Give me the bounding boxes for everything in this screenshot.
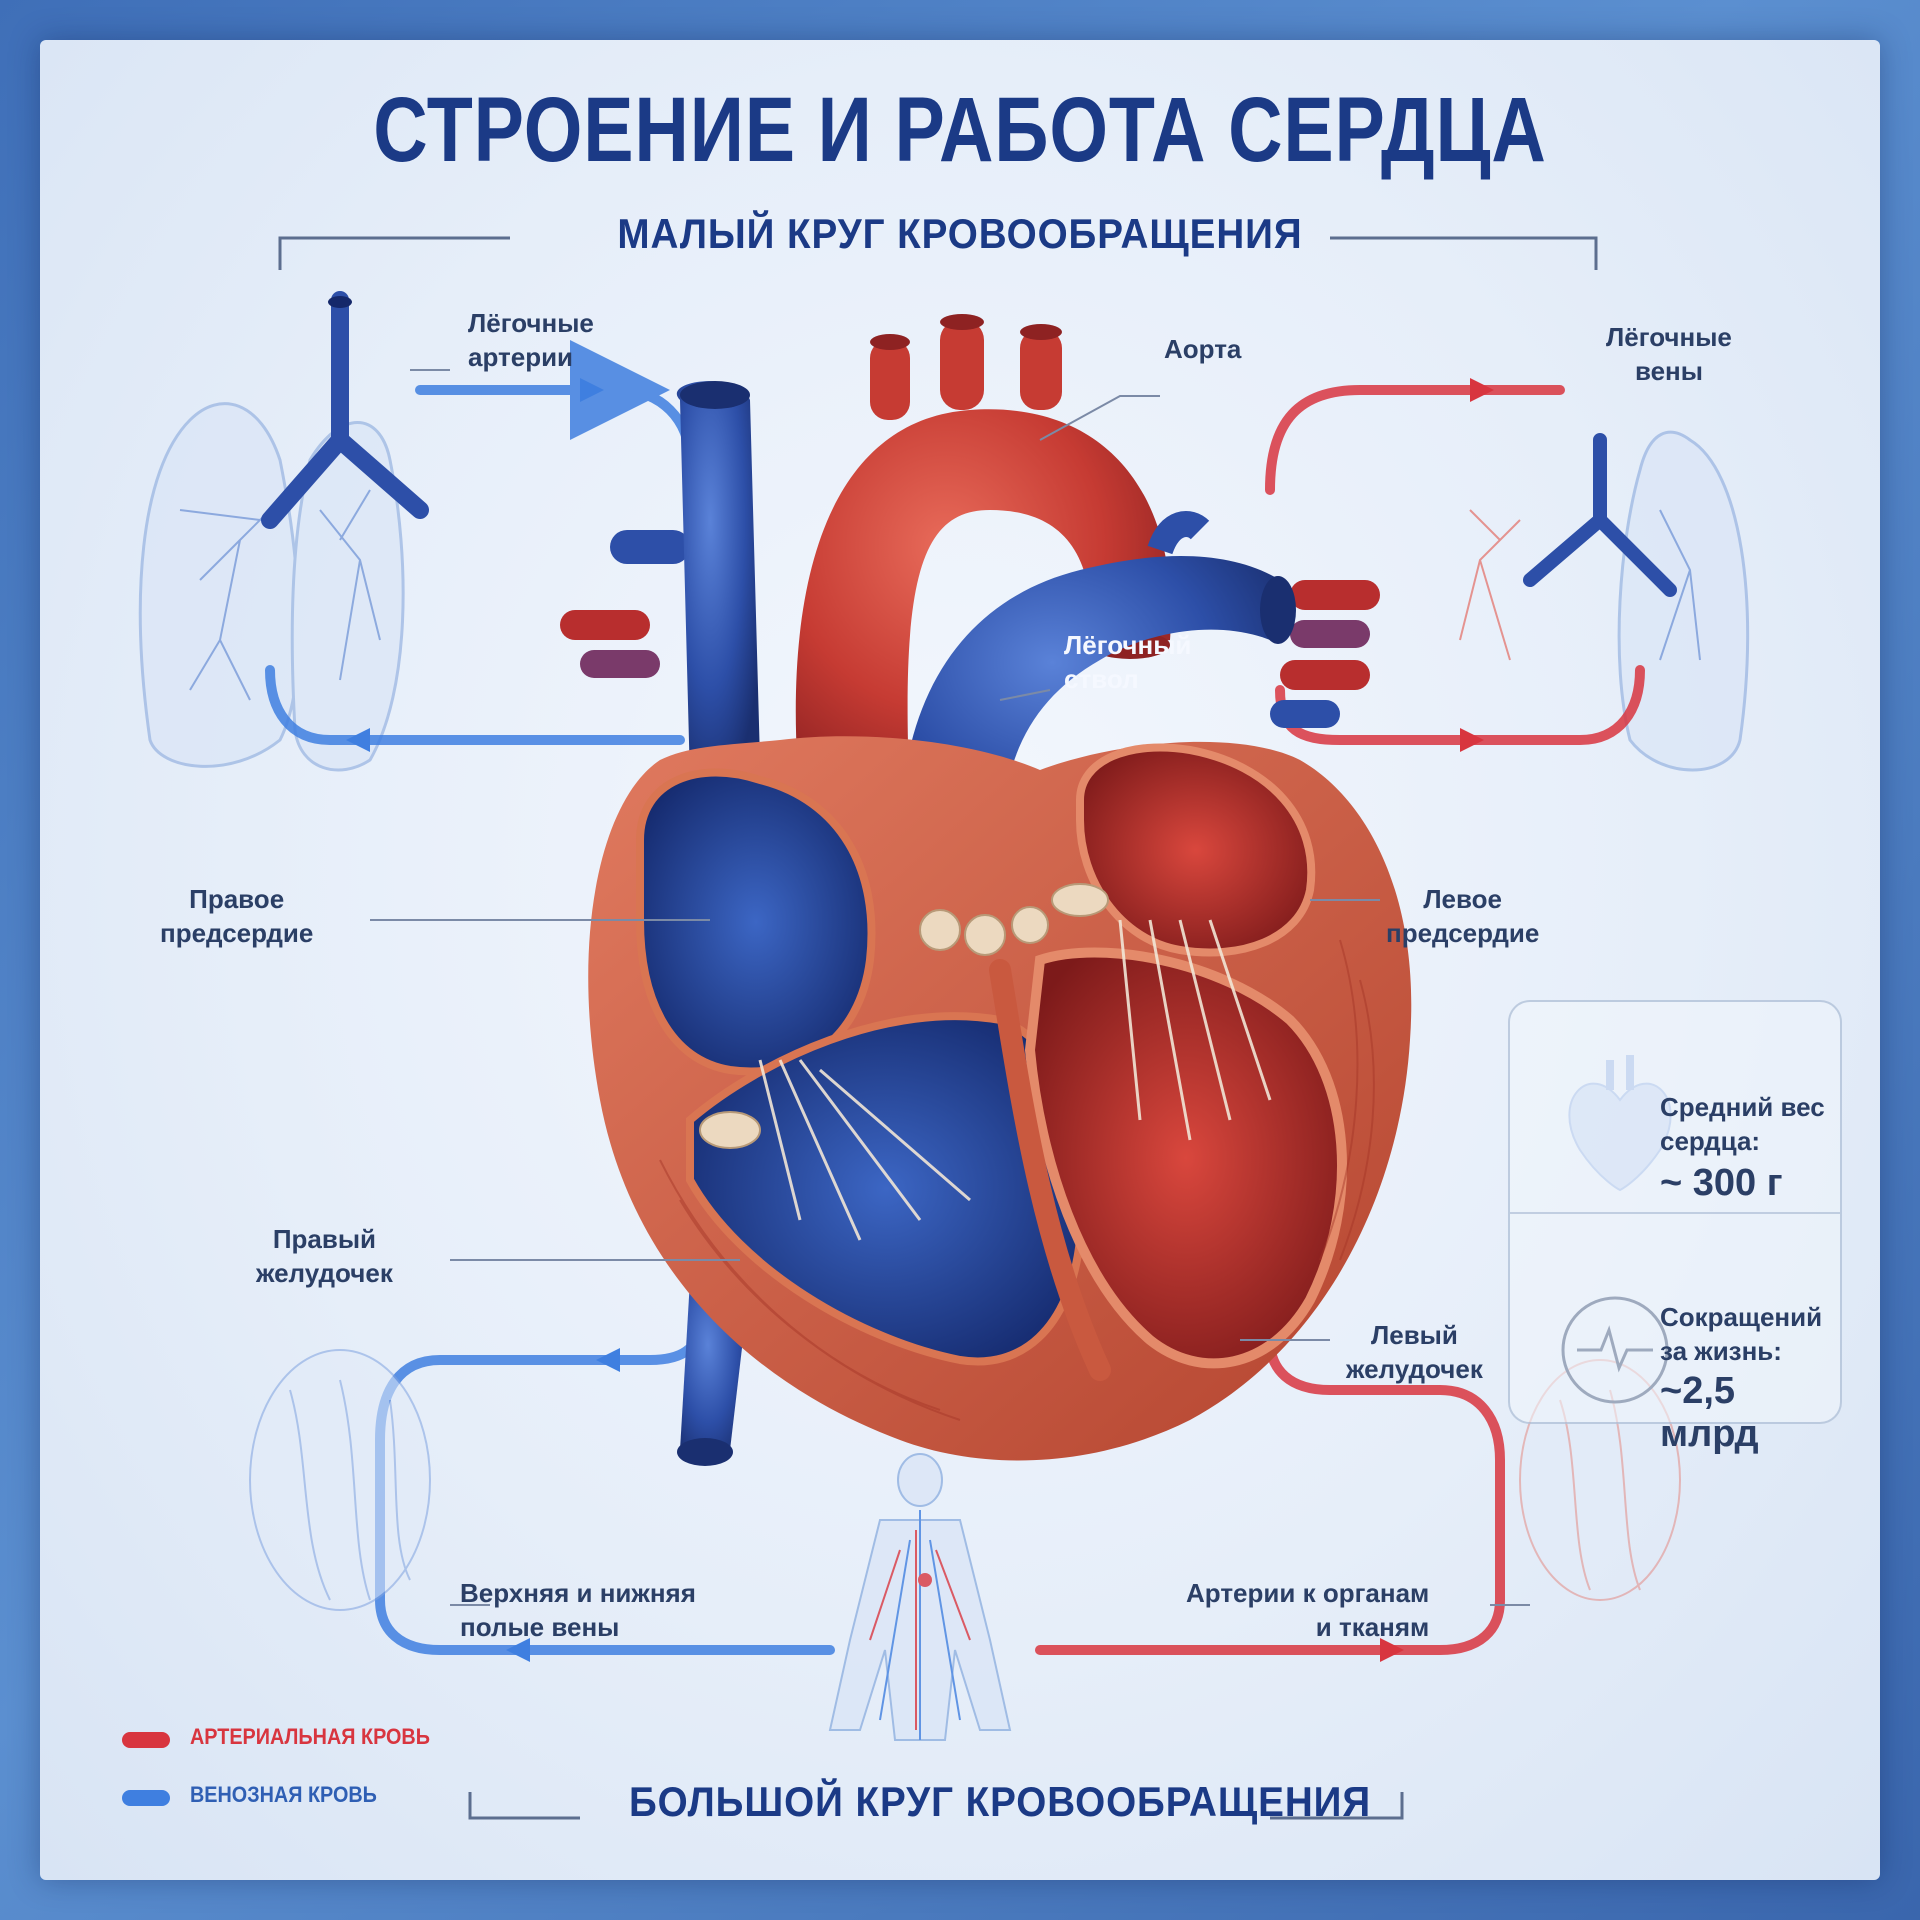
label-pulmonary-trunk: Лёгочный ствол — [1064, 630, 1192, 694]
human-body-illustration — [828, 1453, 1012, 1741]
label-arteries-to-organs: Артерии к органам и тканям — [1186, 1578, 1430, 1642]
stat-weight-label: Средний вес сердца: — [1660, 1092, 1825, 1156]
stat-beats-value: ~2,5 млрд — [1660, 1370, 1759, 1455]
label-pulmonary-arteries: Лёгочные артерии — [468, 308, 594, 372]
label-left-ventricle: Левый желудочек — [1346, 1320, 1483, 1384]
big-circle-title: БОЛЬШОЙ КРУГ КРОВООБРАЩЕНИЯ — [628, 1778, 1372, 1825]
big-circle-bracket — [468, 1792, 1404, 1820]
chordae-tendineae — [758, 919, 1272, 1241]
label-right-ventricle: Правый желудочек — [256, 1224, 393, 1288]
label-aorta: Аорта — [1164, 334, 1242, 364]
pulmonary-artery-vessel — [261, 291, 429, 529]
label-vena-cava: Верхняя и нижняя полые вены — [460, 1578, 696, 1642]
stat-weight-value: ~ 300 г — [1660, 1162, 1783, 1204]
heart-muscle-texture — [659, 939, 1375, 1421]
right-atrium-chamber — [636, 768, 876, 1076]
left-ventricle-chamber — [1024, 947, 1347, 1369]
big-circle-arrows — [506, 1348, 1404, 1662]
small-circle-bracket — [278, 236, 1598, 270]
small-circle-title: МАЛЫЙ КРУГ КРОВООБРАЩЕНИЯ — [617, 210, 1303, 257]
superior-vena-cava — [676, 381, 760, 780]
heart-diagram — [138, 236, 1750, 1820]
venous-capillaries-illustration — [249, 1349, 431, 1611]
pulmonary-vein-stubs-left — [560, 530, 690, 678]
pulmonary-vein-stubs-right — [1270, 580, 1380, 728]
leader-lines — [370, 369, 1530, 1606]
legend-swatch-venous — [122, 1790, 170, 1806]
page-title: СТРОЕНИЕ И РАБОТА СЕРДЦА — [373, 79, 1547, 181]
left-lung-illustration — [138, 402, 405, 772]
legend-label-venous: ВЕНОЗНАЯ КРОВЬ — [190, 1782, 377, 1807]
pulmonary-vein-vessel — [1523, 433, 1677, 597]
heart-illustration — [560, 314, 1412, 1466]
infographic-panel: СТРОЕНИЕ И РАБОТА СЕРДЦА МАЛЫЙ КРУГ КРОВ… — [40, 40, 1880, 1880]
right-lung-illustration — [1459, 430, 1750, 772]
septum — [989, 959, 1111, 1381]
legend-swatch-arterial — [122, 1732, 170, 1748]
small-circle-arrows — [346, 378, 1494, 752]
stat-beats-label: Сокращений за жизнь: — [1660, 1302, 1823, 1366]
big-circle-arterial-path — [1035, 1335, 1505, 1655]
heart-valves — [699, 883, 1109, 1149]
label-left-atrium: Левое предсердие — [1386, 884, 1540, 948]
legend-label-arterial: АРТЕРИАЛЬНАЯ КРОВЬ — [190, 1724, 430, 1749]
stats-box: Средний вес сердца: ~ 300 г Сокращений з… — [1508, 1000, 1842, 1455]
stats-divider — [1510, 1212, 1840, 1214]
label-pulmonary-veins: Лёгочные вены — [1606, 322, 1732, 386]
label-right-atrium: Правое предсердие — [160, 884, 314, 948]
left-atrium-chamber — [1076, 743, 1316, 957]
